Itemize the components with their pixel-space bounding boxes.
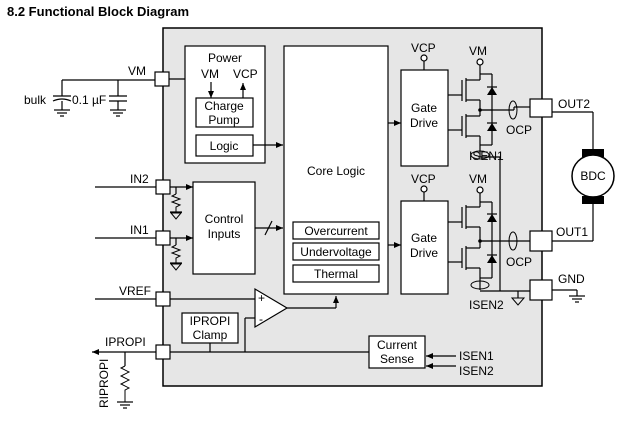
current-sense-isen1-label: ISEN1 [459,349,494,363]
ipropi-clamp-block [181,312,239,344]
opamp-minus-sign: - [259,312,263,326]
undervoltage-label: Undervoltage [300,245,372,259]
bridge-vm-bottom-label: VM [469,172,487,186]
pin-out2-label: OUT2 [558,97,590,111]
ocp-bottom-label: OCP [506,255,532,269]
charge-pump-label-line1: Charge [204,99,244,113]
bridge-vcp-top-label: VCP [411,41,436,55]
vm-bottom-node [476,186,484,194]
bus-slash [264,220,273,236]
thermal-label: Thermal [314,267,358,281]
control-inputs-label-line2: Inputs [208,227,241,241]
pin-out1-label: OUT1 [556,225,588,239]
bridge-vm-top-label: VM [469,44,487,58]
gate-drive-top-label-line1: Gate [411,101,437,115]
motor-wiring [552,111,604,242]
current-sense-label-line1: Current [377,338,418,352]
core-logic-label: Core Logic [307,164,365,178]
input-wiring [95,184,193,271]
charge-pump-block [195,97,254,128]
pin-in2 [155,179,171,195]
thermal-block [292,264,380,283]
ipropi-clamp-label-line2: Clamp [193,328,228,342]
power-block-title: Power [208,51,242,65]
bridge-vcp-bottom-label: VCP [411,172,436,186]
diagram-title: 8.2 Functional Block Diagram [7,4,189,19]
overcurrent-label: Overcurrent [304,224,368,238]
vcp-bottom-node [420,185,428,193]
pin-in2-label: IN2 [130,172,149,186]
gate-drive-bottom-label-line1: Gate [411,231,437,245]
pin-gnd [529,279,553,301]
pin-vref [155,291,171,307]
gnd-external [552,289,585,303]
ripropi-resistor [117,352,133,409]
pin-out2 [529,98,553,118]
ocp-top-label: OCP [506,123,532,137]
pin-in1-label: IN1 [130,223,149,237]
current-sense-label-line2: Sense [380,352,414,366]
gate-drive-top-label-line2: Drive [410,116,438,130]
pin-in1 [155,230,171,246]
bulk-cap-label: bulk [24,93,47,107]
charge-pump-label-line2: Pump [208,113,240,127]
gate-drive-bottom-label-line2: Drive [410,246,438,260]
bridge-output-wiring [480,100,530,306]
opamp-plus-sign: + [258,291,265,305]
pin-vm [154,71,170,87]
isen1-label: ISEN1 [469,149,504,163]
pin-vm-label: VM [128,64,146,78]
pin-ipropi [155,344,171,360]
pin-gnd-label: GND [558,272,585,286]
power-vcp-label: VCP [233,67,258,81]
comparator-opamp [254,287,289,329]
power-vm-label: VM [201,67,219,81]
bottom-half-bridge [448,193,497,290]
ipropi-clamp-label-line1: IPROPI [190,314,231,328]
motor-label: BDC [580,169,606,183]
decoupling-cap-label: 0.1 µF [72,93,106,107]
current-sense-block [368,335,426,369]
ripropi-label: RIPROPI [97,359,111,408]
overcurrent-block [292,221,380,240]
control-inputs-label-line1: Control [205,212,244,226]
vm-top-node [476,58,484,66]
top-half-bridge [448,65,500,160]
pin-out1 [529,230,553,252]
isen2-label: ISEN2 [469,298,504,312]
logic-label: Logic [210,139,239,153]
pin-ipropi-label: IPROPI [105,335,146,349]
current-sense-isen2-label: ISEN2 [459,364,494,378]
undervoltage-block [292,242,380,261]
pin-vref-label: VREF [119,284,151,298]
gate-drive-bottom-block [400,200,449,295]
bdc-motor [571,154,615,198]
vm-supply-network [52,79,155,117]
vcp-top-node [420,54,428,62]
